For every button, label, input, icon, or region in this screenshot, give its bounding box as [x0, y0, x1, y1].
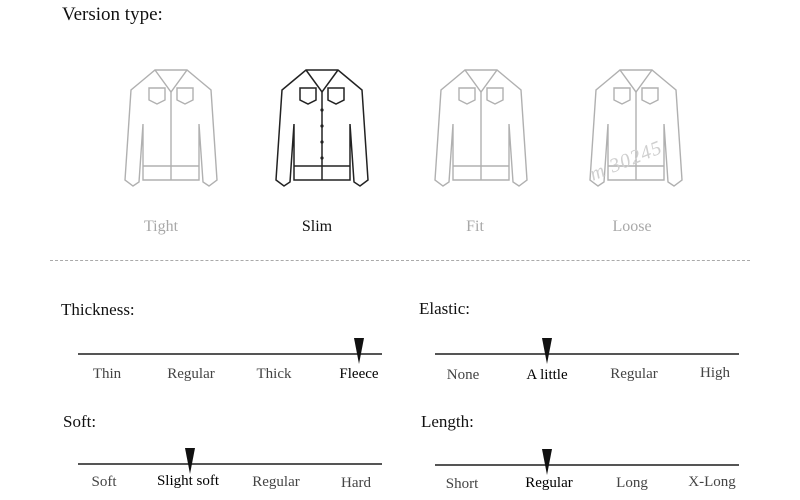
- section-divider: [50, 260, 750, 261]
- length-scale-line: [435, 464, 739, 466]
- soft-marker[interactable]: [185, 448, 195, 474]
- soft-option-soft[interactable]: Soft: [91, 474, 117, 490]
- thickness-scale-line: [78, 353, 382, 355]
- soft-scale-line: [78, 463, 382, 465]
- soft-option-regular[interactable]: Regular: [252, 474, 300, 490]
- length-option-x-long[interactable]: X-Long: [688, 474, 736, 490]
- length-option-long[interactable]: Long: [616, 475, 648, 491]
- jacket-loose-image[interactable]: [580, 62, 692, 202]
- thickness-option-thick[interactable]: Thick: [256, 366, 292, 382]
- elastic-marker[interactable]: [542, 338, 552, 364]
- length-option-short[interactable]: Short: [445, 476, 479, 492]
- thickness-option-thin[interactable]: Thin: [92, 366, 122, 382]
- jacket-slim-image[interactable]: [266, 62, 378, 202]
- elastic-option-a-little[interactable]: A little: [526, 367, 568, 383]
- elastic-title: Elastic:: [419, 299, 470, 318]
- thickness-marker[interactable]: [354, 338, 364, 364]
- elastic-option-none[interactable]: None: [446, 367, 480, 383]
- thickness-title: Thickness:: [61, 300, 135, 319]
- version-option-slim[interactable]: Slim: [301, 218, 333, 235]
- length-option-regular[interactable]: Regular: [525, 475, 573, 491]
- version-type-title: Version type:: [62, 4, 163, 25]
- version-option-fit[interactable]: Fit: [466, 218, 484, 235]
- length-marker[interactable]: [542, 449, 552, 475]
- length-title: Length:: [421, 412, 474, 431]
- version-option-tight[interactable]: Tight: [143, 218, 179, 235]
- elastic-option-regular[interactable]: Regular: [610, 366, 658, 382]
- jacket-tight-image[interactable]: [115, 62, 227, 202]
- jacket-fit-image[interactable]: [425, 62, 537, 202]
- thickness-option-fleece[interactable]: Fleece: [339, 366, 379, 382]
- soft-option-slight-soft[interactable]: Slight soft: [156, 473, 220, 489]
- soft-title: Soft:: [63, 412, 97, 431]
- soft-option-hard[interactable]: Hard: [341, 475, 371, 491]
- elastic-option-high[interactable]: High: [700, 365, 730, 381]
- elastic-scale-line: [435, 353, 739, 355]
- version-option-loose[interactable]: Loose: [612, 218, 652, 235]
- thickness-option-regular[interactable]: Regular: [167, 366, 215, 382]
